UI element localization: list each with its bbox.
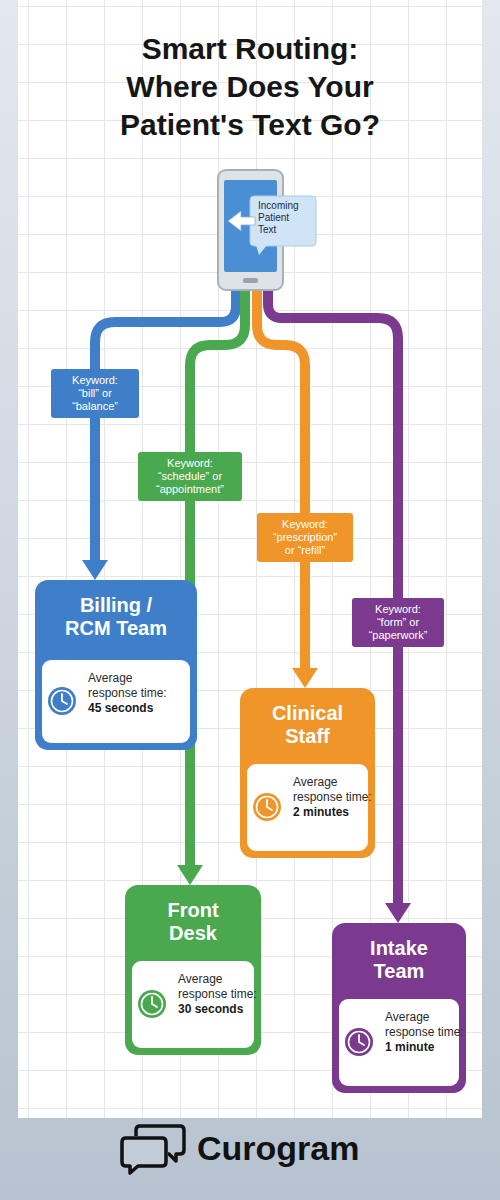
bubble-text: Incoming Patient Text [258, 200, 306, 236]
phone-button [243, 278, 258, 283]
arrow-head [385, 903, 411, 923]
clock-icon [138, 990, 166, 1018]
team-title: Billing / RCM Team [57, 580, 175, 640]
connector-line [190, 290, 245, 868]
speech-bubble [250, 196, 316, 246]
connector-line [257, 290, 305, 671]
team-box: Intake TeamAverage response time:1 minut… [332, 923, 466, 1093]
time-value: 30 seconds [178, 1002, 262, 1017]
connector-line [95, 290, 236, 563]
time-label: Average response time: [88, 671, 172, 701]
clock-icon [345, 1028, 373, 1056]
arrow-head [292, 668, 318, 688]
time-value: 2 minutes [293, 805, 377, 820]
keyword-label: Keyword: “form” or “paperwork” [352, 598, 444, 647]
clock-icon [48, 687, 76, 715]
team-title: Clinical Staff [257, 688, 359, 748]
time-value: 1 minute [385, 1040, 469, 1055]
keyword-label: Keyword: “schedule” or “appointment” [138, 452, 242, 501]
incoming-arrow [228, 211, 255, 231]
team-title: Front Desk [145, 885, 241, 945]
routing-connector [82, 290, 236, 580]
keyword-label: Keyword: “prescription” or “refill” [257, 513, 353, 562]
team-title: Intake Team [349, 923, 449, 983]
time-label: Average response time: [293, 775, 377, 805]
team-box: Clinical StaffAverage response time:2 mi… [240, 688, 375, 858]
routing-connector [257, 290, 318, 688]
diagram-title: Smart Routing: Where Does Your Patient's… [95, 30, 405, 144]
time-label: Average response time: [385, 1010, 469, 1040]
team-box: Billing / RCM TeamAverage response time:… [35, 580, 197, 750]
team-box: Front DeskAverage response time:30 secon… [125, 885, 261, 1055]
time-label: Average response time: [178, 972, 262, 1002]
time-value: 45 seconds [88, 701, 172, 716]
arrow-head [82, 560, 108, 580]
phone-node: Incoming Patient Text [218, 170, 283, 290]
clock-icon [253, 793, 281, 821]
keyword-label: Keyword: “bill” or “balance” [51, 369, 139, 418]
arrow-head [177, 865, 203, 885]
bubble-tail [256, 245, 267, 255]
logo-bubble-back-edge [136, 1126, 140, 1136]
logo-bubble-front [122, 1138, 166, 1173]
brand-name: Curogram [197, 1128, 359, 1168]
